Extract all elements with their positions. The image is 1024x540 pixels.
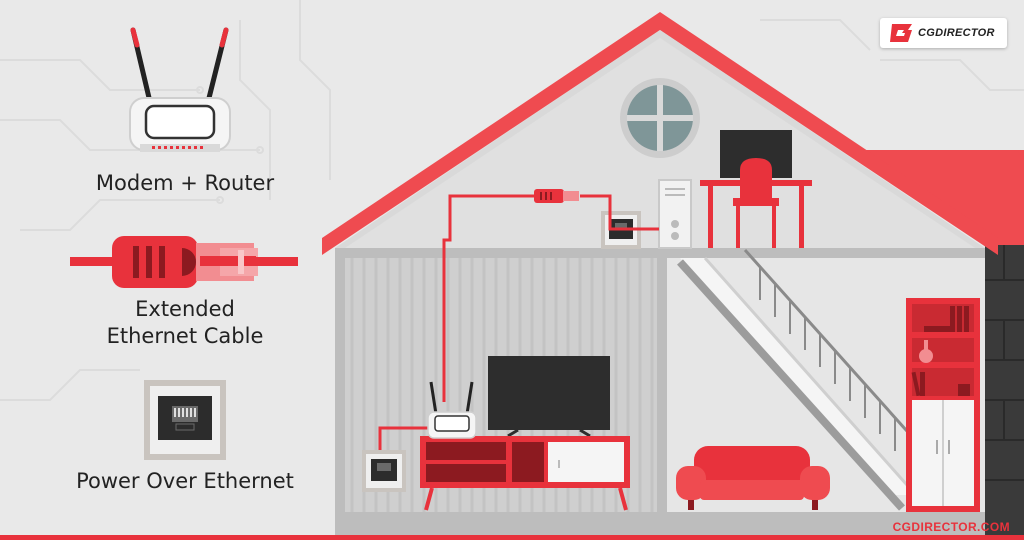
cable-label-line-2: Ethernet Cable [106,324,264,348]
pc-tower-icon [658,179,692,249]
cable-label-line-1: Extended [135,297,235,321]
ethernet-cable-icon [534,189,579,203]
sofa-icon [676,446,830,510]
router-label: Modem + Router [95,171,275,195]
ethernet-port-icon [362,450,406,492]
ethernet-cable-icon [70,236,298,288]
cable-label: Extended Ethernet Cable [60,296,310,350]
footer-url[interactable]: CGDIRECTOR.COM [892,520,1010,534]
poe-label: Power Over Ethernet [76,469,294,493]
brand-logo[interactable]: CGDIRECTOR [880,18,1007,48]
logo-text: CGDIRECTOR [918,27,995,39]
logo-mark-icon [890,24,912,42]
ethernet-cable [378,194,659,452]
side-roof [865,150,1024,245]
round-window-icon [620,78,700,158]
bookshelf-icon [906,298,980,512]
staircase-icon [677,248,917,511]
tv-icon [488,356,610,438]
circuit-background [0,0,1024,401]
tv-stand [420,436,630,511]
brick-wall [985,245,1024,540]
floor-slab [335,248,985,258]
ethernet-port-icon [144,380,226,460]
chair-icon [733,158,779,248]
router-icon [427,381,477,439]
router-icon [129,27,231,152]
